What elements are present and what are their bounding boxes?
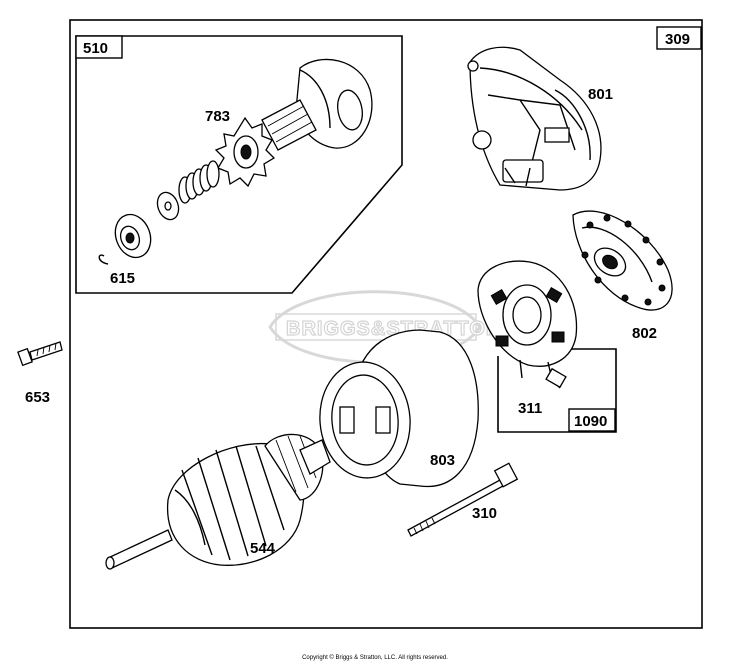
part-783-pinion-gear: [214, 116, 276, 188]
part-653-bolt: [17, 341, 63, 367]
part-label-615: 615: [110, 270, 135, 287]
part-803-motor-housing: [319, 329, 479, 488]
brush-subassembly-box: [497, 348, 617, 433]
part-washer: [156, 191, 180, 221]
drive-label: 510: [83, 40, 108, 57]
part-stop-collar: [114, 213, 152, 259]
frame-label: 309: [665, 31, 690, 48]
part-label-803: 803: [430, 452, 455, 469]
part-label-310: 310: [472, 505, 497, 522]
part-label-783: 783: [205, 108, 230, 125]
part-310-thru-bolt: [407, 462, 519, 537]
part-label-802: 802: [632, 325, 657, 342]
part-label-544: 544: [250, 540, 276, 557]
brush-label: 1090: [574, 413, 607, 430]
brush-label-box: [568, 408, 616, 432]
part-544-armature: [105, 433, 331, 570]
part-spring: [178, 160, 220, 204]
drive-label-box: [75, 35, 123, 59]
copyright-notice: Copyright © Briggs & Stratton, LLC. All …: [302, 655, 448, 661]
part-802-end-plate: [572, 210, 673, 311]
part-801-end-housing: [467, 46, 602, 191]
drive-subassembly-box: [75, 35, 403, 294]
main-frame: [69, 19, 703, 629]
part-311-brush-holder: [477, 260, 578, 389]
part-drive-clutch: [261, 58, 373, 151]
part-label-801: 801: [588, 86, 613, 103]
part-615-retaining-ring: [98, 254, 109, 265]
frame-label-box: [656, 26, 702, 50]
part-label-311: 311: [518, 400, 542, 417]
part-label-653: 653: [25, 389, 50, 406]
